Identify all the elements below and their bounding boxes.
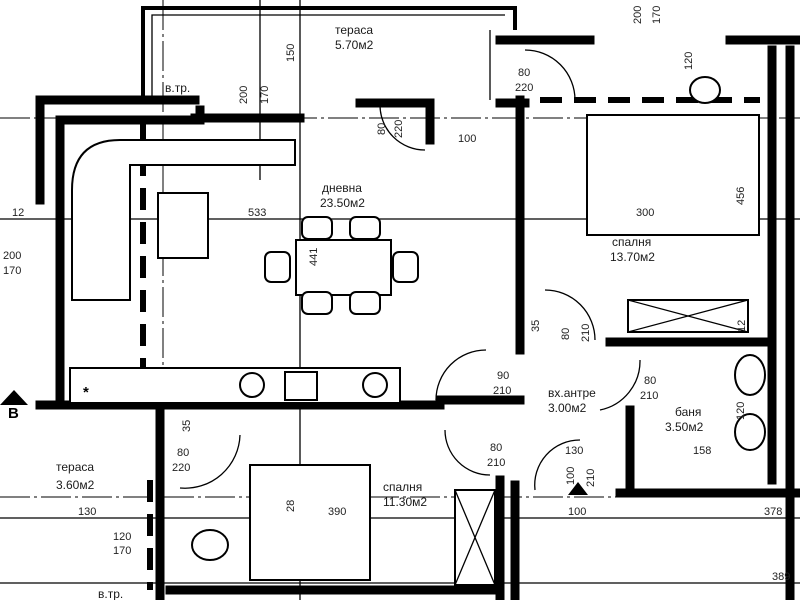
room-bedroom-right-name: спалня	[612, 235, 651, 249]
dim: 170	[113, 545, 131, 557]
room-terrace-top-area: 5.70м2	[335, 38, 374, 52]
room-bedroom-right-area: 13.70м2	[610, 250, 655, 264]
dim: 158	[693, 445, 711, 457]
dim: 441	[308, 248, 320, 266]
bed-right	[586, 114, 760, 236]
sofa	[71, 139, 296, 301]
dimension-labels: 150 200 170 80 220 80 220 120 200 170 10…	[3, 6, 790, 583]
dim: 220	[515, 82, 533, 94]
dim: 35	[530, 320, 542, 332]
dim: 28	[285, 500, 297, 512]
dim: 210	[585, 469, 597, 487]
dim: 80	[560, 328, 572, 340]
coffee-table	[157, 192, 209, 259]
dim: 80	[376, 123, 388, 135]
dim: 120	[735, 402, 747, 420]
dim: 12	[736, 320, 748, 332]
dim: 130	[78, 506, 96, 518]
room-hall-area: 3.00м2	[548, 401, 587, 415]
room-bathroom-name: баня	[675, 405, 701, 419]
dim: 130	[565, 445, 583, 457]
dim: 210	[640, 390, 658, 402]
dim: 100	[458, 133, 476, 145]
doors	[179, 49, 641, 491]
room-labels: тераса 5.70м2 дневна 23.50м2 спалня 13.7…	[8, 23, 704, 600]
dim: 80	[490, 442, 502, 454]
room-bedroom-bottom-area: 11.30м2	[383, 495, 427, 509]
svg-text:*: *	[83, 384, 89, 401]
dim: 35	[181, 420, 193, 432]
dim: 170	[3, 265, 21, 277]
dim: 170	[651, 6, 663, 24]
dim: 200	[3, 250, 21, 262]
room-hall-name: вх.антре	[548, 386, 596, 400]
room-terrace-top-name: тераса	[335, 23, 373, 37]
dim: 210	[493, 385, 511, 397]
dim: 150	[285, 44, 297, 62]
shaft-top-label: в.тр.	[165, 81, 190, 95]
terrace-top-outline	[141, 6, 517, 100]
dim: 90	[497, 370, 509, 382]
dim: 120	[113, 531, 131, 543]
dim: 80	[518, 67, 530, 79]
dim: 170	[259, 86, 271, 104]
dim: 200	[238, 86, 250, 104]
room-living-area: 23.50м2	[320, 196, 365, 210]
room-terrace-left-area: 3.60м2	[56, 478, 95, 492]
kitchen-counter	[69, 367, 401, 404]
dim: 390	[328, 506, 346, 518]
dim: 210	[487, 457, 505, 469]
dim: 378	[764, 506, 782, 518]
walls	[35, 35, 800, 600]
dim: 12	[12, 207, 24, 219]
dim: 300	[636, 207, 654, 219]
shaft-bottom-label: в.тр.	[98, 587, 123, 600]
dim: 456	[735, 187, 747, 205]
dim: 220	[172, 462, 190, 474]
dim: 100	[565, 467, 577, 485]
bed-bottom	[249, 464, 371, 581]
sink	[734, 354, 766, 396]
dim: 100	[568, 506, 586, 518]
dim: 200	[632, 6, 644, 24]
dim: 120	[683, 52, 695, 70]
toilet	[734, 413, 766, 451]
room-bedroom-bottom-name: спалня	[383, 480, 422, 494]
dim: 533	[248, 207, 266, 219]
section-marker: B	[8, 405, 19, 422]
dim: 80	[644, 375, 656, 387]
room-living-name: дневна	[322, 181, 362, 195]
furniture: *	[0, 76, 766, 586]
room-bathroom-area: 3.50м2	[665, 420, 704, 434]
dim: 220	[393, 120, 405, 138]
dim: 210	[580, 324, 592, 342]
room-terrace-left-name: тераса	[56, 460, 94, 474]
dim: 389	[772, 571, 790, 583]
dim: 80	[177, 447, 189, 459]
dining-table	[295, 239, 392, 296]
